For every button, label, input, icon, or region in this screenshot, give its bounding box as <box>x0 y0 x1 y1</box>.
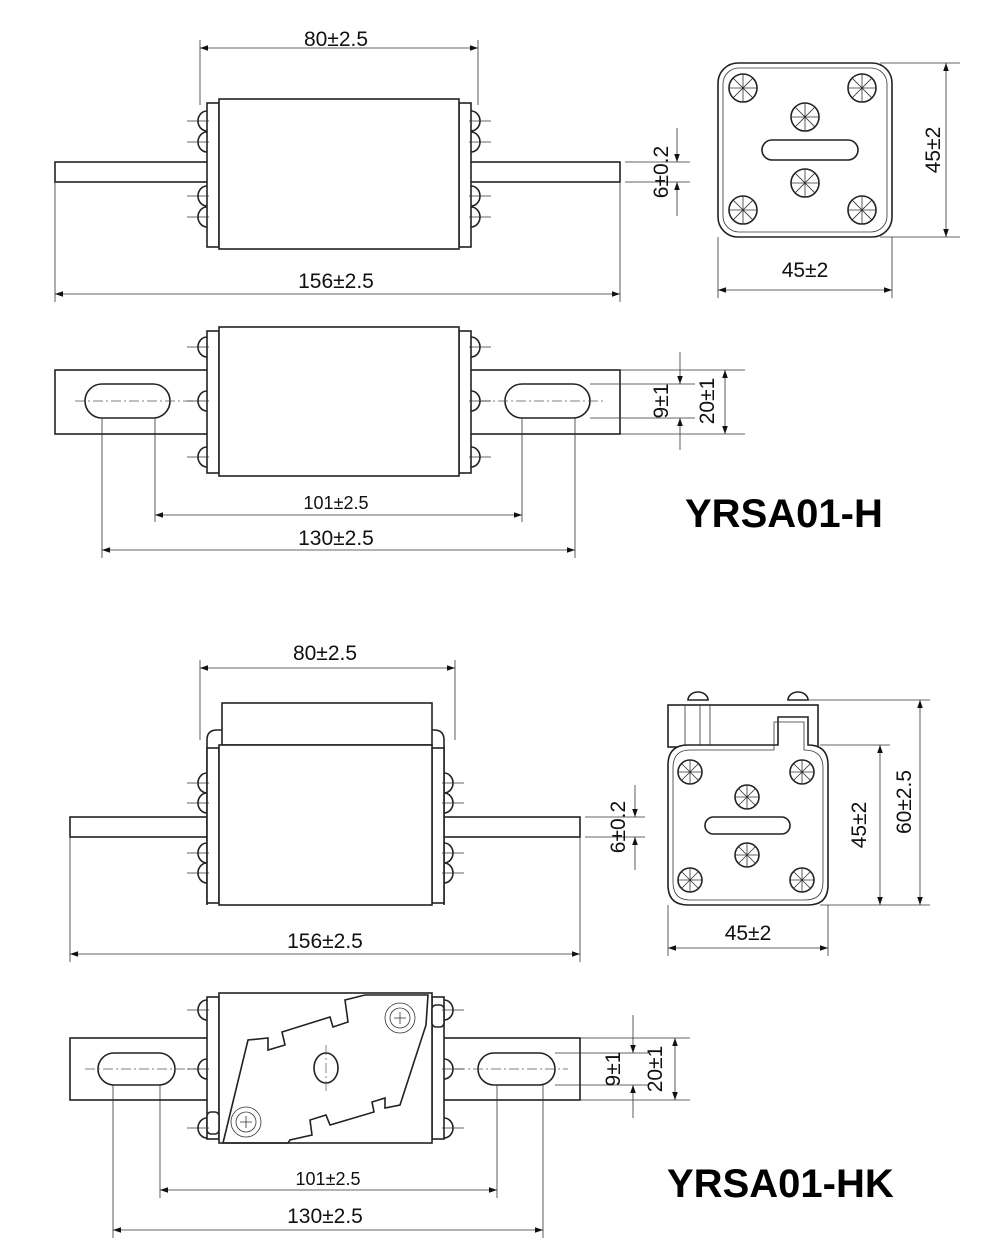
hk-bolts-2 <box>187 999 464 1139</box>
hk-dim-end-width: 45±2 <box>667 905 829 956</box>
h-dim-slot-width: 9±1 20±1 <box>590 352 745 450</box>
h-body-length-label: 80±2.5 <box>304 28 368 51</box>
h-end-outline <box>717 62 893 238</box>
h-slot-width-label: 9±1 <box>650 384 673 419</box>
h-dim-overall-length: 156±2.5 <box>54 182 621 302</box>
hk-end-outline <box>667 716 829 906</box>
hk-plan-view <box>69 992 581 1144</box>
h-plan-view <box>54 326 621 477</box>
h-model-title: YRSA01-H <box>685 492 883 536</box>
h-overall-length-label: 156±2.5 <box>298 270 374 293</box>
h-bolts-2 <box>187 336 491 468</box>
screw-icon <box>847 195 877 225</box>
hk-slot-inner-label: 101±2.5 <box>296 1169 361 1189</box>
hk-slot-outer-label: 130±2.5 <box>287 1205 363 1228</box>
hk-blade-thickness-label: 6±0.2 <box>607 801 630 853</box>
screw-icon <box>728 73 758 103</box>
hk-end-slot <box>704 816 791 835</box>
hk-overall-length-label: 156±2.5 <box>287 930 363 953</box>
h-dim-body-length: 80±2.5 <box>199 28 479 105</box>
hk-end-width-label: 45±2 <box>725 922 772 945</box>
screw-icon <box>847 73 877 103</box>
hk-end-total-height-label: 60±2.5 <box>893 770 916 834</box>
h-left-contact-plate-2 <box>206 330 220 474</box>
h-end-screws <box>728 73 877 225</box>
h-dim-end-width: 45±2 <box>717 237 893 298</box>
hk-dim-overall-length: 156±2.5 <box>69 837 581 962</box>
h-end-slot <box>761 139 859 161</box>
hk-end-view <box>667 691 829 906</box>
hk-left-contact-plate <box>206 747 220 904</box>
screw-icon <box>789 867 815 893</box>
hk-indicator-cap <box>221 702 433 746</box>
h-side-view <box>54 98 621 250</box>
screw-icon <box>734 842 760 868</box>
h-fuse-body-2 <box>218 326 460 477</box>
h-left-contact-plate <box>206 102 220 248</box>
h-end-width-label: 45±2 <box>782 259 829 282</box>
h-slot-outer-label: 130±2.5 <box>298 527 374 550</box>
screw-icon <box>677 867 703 893</box>
hk-dim-end-height: 45±2 60±2.5 <box>805 699 930 906</box>
hk-slot-width-label: 9±1 <box>602 1052 625 1087</box>
hk-blade-width-label: 20±1 <box>644 1046 667 1093</box>
h-dim-blade-thickness: 6±0.2 <box>625 128 690 216</box>
h-dim-slot-spacing: 101±2.5 130±2.5 <box>101 418 576 558</box>
hk-cover-plate <box>221 994 429 1144</box>
h-blade-thickness-label: 6±0.2 <box>650 146 673 198</box>
screw-icon <box>790 168 820 198</box>
hk-side-view <box>69 702 581 906</box>
h-right-contact-plate-2 <box>458 330 472 474</box>
h-slot-inner-label: 101±2.5 <box>304 493 369 513</box>
h-end-height-label: 45±2 <box>922 127 945 174</box>
screw-icon <box>677 759 703 785</box>
hk-end-screws <box>677 759 815 893</box>
screw-icon <box>728 195 758 225</box>
hk-bolts <box>187 772 464 884</box>
hk-body-length-label: 80±2.5 <box>293 642 357 665</box>
hk-dim-body-length: 80±2.5 <box>199 642 456 740</box>
h-end-view <box>717 62 893 238</box>
hk-right-contact-plate <box>431 747 445 904</box>
screw-icon <box>734 784 760 810</box>
hk-model-title: YRSA01-HK <box>667 1162 894 1206</box>
hk-cover-screw-bottom <box>230 1106 262 1138</box>
screw-icon <box>789 759 815 785</box>
hk-dim-slot-width: 9±1 20±1 <box>555 1015 690 1118</box>
screw-icon <box>790 102 820 132</box>
h-fuse-body <box>218 98 460 250</box>
hk-cover-screw-top <box>384 1002 416 1034</box>
h-bolts <box>187 110 491 228</box>
h-dim-end-height: 45±2 <box>880 62 960 238</box>
hk-end-height-label: 45±2 <box>848 802 871 849</box>
h-blade-width-label: 20±1 <box>696 378 719 425</box>
h-right-contact-plate <box>458 102 472 248</box>
hk-fuse-body <box>218 744 433 906</box>
hk-dim-blade-thickness: 6±0.2 <box>585 785 645 870</box>
hk-dim-slot-spacing: 101±2.5 130±2.5 <box>112 1085 544 1238</box>
